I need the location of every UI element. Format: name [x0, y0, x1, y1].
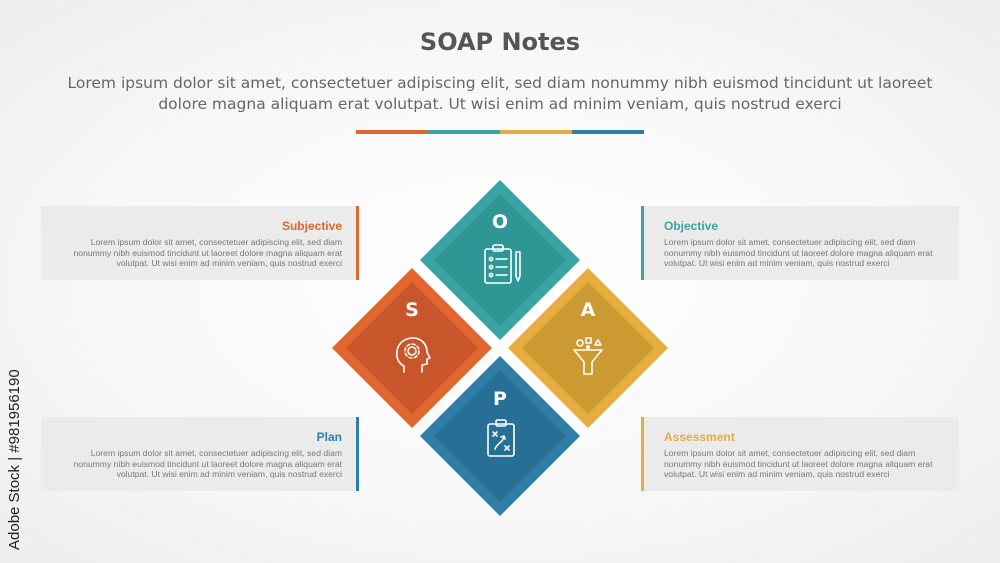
diamond-a-letter: A [581, 299, 596, 321]
assessment-box: Assessment Lorem ipsum dolor sit amet, c… [641, 417, 959, 491]
objective-box: Objective Lorem ipsum dolor sit amet, co… [641, 206, 959, 280]
diamond-a: A [508, 268, 668, 428]
diamond-p-letter: P [493, 388, 507, 410]
plan-heading: Plan [316, 430, 342, 444]
accent-segment-yellow [500, 130, 572, 134]
plan-box: Plan Lorem ipsum dolor sit amet, consect… [41, 417, 359, 491]
page-title: SOAP Notes [419, 28, 581, 56]
objective-heading: Objective [664, 219, 719, 233]
clipboard-checklist-icon [484, 244, 521, 284]
diamond-p: P [420, 356, 580, 516]
subjective-heading: Subjective [281, 219, 342, 233]
objective-body: Lorem ipsum dolor sit amet, consectetuer… [664, 237, 933, 268]
accent-color-bar [356, 130, 644, 134]
head-gear-icon [395, 337, 431, 373]
assessment-body: Lorem ipsum dolor sit amet, consectetuer… [664, 448, 933, 479]
plan-body: Lorem ipsum dolor sit amet, consectetuer… [73, 448, 342, 479]
accent-segment-orange [356, 130, 428, 134]
assessment-heading: Assessment [664, 430, 735, 444]
accent-segment-teal [428, 130, 500, 134]
page-subtitle: Lorem ipsum dolor sit amet, consectetuer… [67, 74, 933, 113]
diamond-o-letter: O [492, 211, 508, 233]
subjective-box: Subjective Lorem ipsum dolor sit amet, c… [41, 206, 359, 280]
watermark-text: Adobe Stock | #981956190 [6, 369, 23, 550]
diamond-o: O [420, 180, 580, 340]
diamond-s: S [332, 268, 492, 428]
adobe-stock-watermark: Adobe Stock | #981956190 [5, 325, 29, 550]
strategy-clipboard-icon [487, 419, 515, 457]
subjective-body: Lorem ipsum dolor sit amet, consectetuer… [73, 237, 342, 268]
funnel-icon [573, 337, 603, 375]
diamond-s-letter: S [405, 299, 419, 321]
accent-segment-blue [572, 130, 644, 134]
